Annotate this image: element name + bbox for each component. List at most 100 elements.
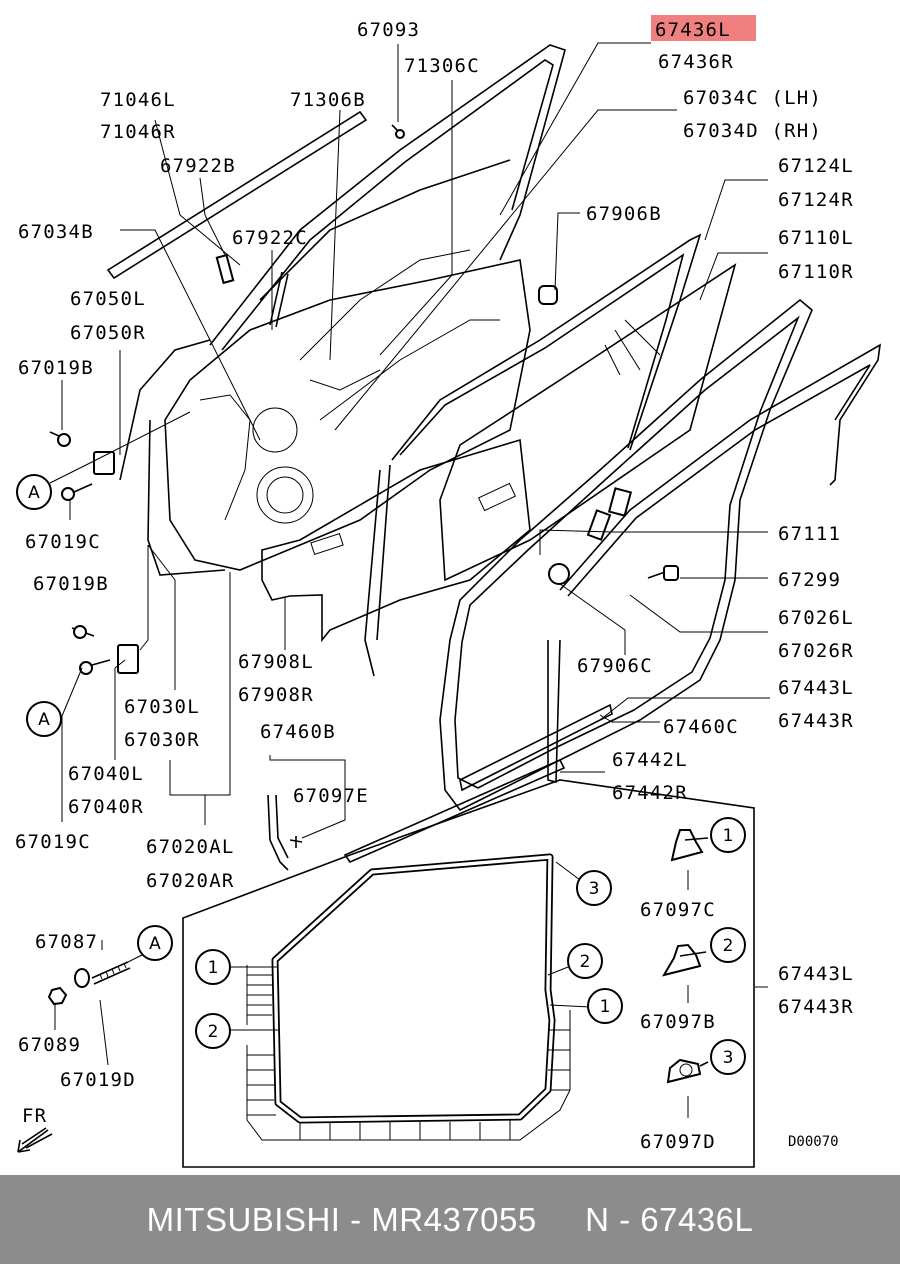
label-67019c-lower: 67019C — [15, 831, 91, 853]
label-67040r: 67040R — [68, 796, 144, 818]
clip-67026 — [607, 487, 633, 517]
label-67124r: 67124R — [778, 189, 854, 211]
label-67443r-lower: 67443R — [778, 996, 854, 1018]
label-67019c-upper: 67019C — [25, 531, 101, 553]
svg-text:2: 2 — [580, 952, 591, 972]
label-67460c: 67460C — [663, 716, 739, 738]
footer-part-info: MITSUBISHI - MR437055 N - 67436L — [146, 1200, 754, 1238]
washer-67087 — [74, 968, 90, 988]
callout-3-box: 3 — [576, 870, 612, 906]
label-67097e: 67097E — [293, 785, 369, 807]
label-67111: 67111 — [778, 523, 841, 545]
label-67299: 67299 — [778, 569, 841, 591]
clip-67097b — [661, 943, 702, 977]
label-67019d: 67019D — [60, 1069, 136, 1091]
callout-a-upper: A — [16, 474, 52, 510]
clip-67906c — [548, 563, 570, 585]
label-67922b: 67922B — [160, 155, 236, 177]
label-67020ar: 67020AR — [146, 870, 234, 892]
bolt-67019c-upper — [61, 487, 75, 501]
label-67050l: 67050L — [70, 288, 146, 310]
callouts: A A A 1 2 3 3 1 2 2 1 — [16, 474, 746, 1075]
svg-text:3: 3 — [723, 1048, 734, 1068]
label-67110r: 67110R — [778, 261, 854, 283]
callout-a-lower: A — [26, 701, 62, 737]
door-glass — [439, 263, 737, 582]
clip-67111 — [586, 509, 612, 541]
callout-2-clip-b: 2 — [710, 927, 746, 963]
callout-2-left: 2 — [195, 1013, 231, 1049]
label-71046r: 71046R — [100, 121, 176, 143]
opening-trim — [439, 298, 813, 812]
label-67443l-upper: 67443L — [778, 677, 854, 699]
detail-box — [182, 779, 755, 1168]
label-67442l: 67442L — [612, 749, 688, 771]
label-67034c: 67034C (LH) — [683, 87, 822, 109]
label-67050r: 67050R — [70, 322, 146, 344]
callout-1-right: 1 — [587, 988, 623, 1024]
fastener-group — [47, 951, 149, 1006]
svg-text:A: A — [28, 483, 40, 503]
label-67087: 67087 — [35, 931, 98, 953]
label-67922c: 67922C — [232, 227, 308, 249]
clip-67906b — [538, 285, 558, 305]
bolt-67299 — [647, 571, 666, 579]
callout-a-fastener: A — [137, 925, 173, 961]
label-67097c: 67097C — [640, 899, 716, 921]
label-67019b-lower: 67019B — [33, 573, 109, 595]
label-67020al: 67020AL — [146, 836, 234, 858]
label-fr: FR — [22, 1105, 47, 1127]
label-67443r-upper: 67443R — [778, 710, 854, 732]
glass-run-channel — [364, 464, 391, 677]
label-67908l: 67908L — [238, 651, 314, 673]
label-67034d: 67034D (RH) — [683, 120, 822, 142]
label-67089: 67089 — [18, 1034, 81, 1056]
outer-moulding — [106, 110, 368, 280]
svg-text:1: 1 — [208, 958, 219, 978]
door-sash-trim — [209, 44, 566, 346]
svg-text:1: 1 — [600, 997, 611, 1017]
front-arrow-icon — [17, 1127, 53, 1153]
waterproof-film — [261, 438, 531, 643]
label-67030r: 67030R — [124, 729, 200, 751]
svg-text:3: 3 — [589, 879, 600, 899]
hinge-lower — [117, 644, 139, 674]
door-assembly-drawing — [49, 44, 882, 871]
hinge-upper — [93, 451, 115, 475]
door-weatherstrip — [559, 343, 882, 591]
clip-67097e — [289, 836, 303, 848]
leader-lines — [49, 42, 770, 1118]
diagram-code: D00070 — [788, 1134, 839, 1150]
label-67040l: 67040L — [68, 763, 144, 785]
bolt-67019c-lower — [79, 661, 93, 675]
label-67034b: 67034B — [18, 221, 94, 243]
label-67443l-lower: 67443L — [778, 963, 854, 985]
label-67097b: 67097B — [640, 1011, 716, 1033]
label-67030l: 67030L — [124, 696, 200, 718]
label-67097d: 67097D — [640, 1131, 716, 1153]
svg-text:A: A — [38, 710, 50, 730]
part-labels: 67093 71306C 67436L 67436R 71046L 71306B… — [15, 19, 854, 1153]
callout-2-right: 2 — [567, 943, 603, 979]
label-67442r: 67442R — [612, 782, 688, 804]
label-67906b: 67906B — [586, 203, 662, 225]
clip-67097c — [670, 829, 704, 862]
label-67908r: 67908R — [238, 684, 314, 706]
label-67026l: 67026L — [778, 607, 854, 629]
strip-67460b — [267, 794, 289, 871]
label-67093: 67093 — [357, 19, 420, 41]
label-71046l: 71046L — [100, 89, 176, 111]
door-inner-panel — [164, 259, 531, 571]
nut-67089 — [47, 986, 68, 1006]
speaker-opening — [256, 466, 314, 524]
footer-bar: MITSUBISHI - MR437055 N - 67436L — [0, 1175, 900, 1264]
svg-text:1: 1 — [723, 826, 734, 846]
svg-text:A: A — [149, 934, 161, 954]
svg-text:2: 2 — [208, 1022, 219, 1042]
label-67019b-upper: 67019B — [18, 357, 94, 379]
callout-1-left: 1 — [195, 949, 231, 985]
callout-3-clip-d: 3 — [710, 1039, 746, 1075]
strip-67922c — [215, 253, 235, 285]
svg-text:2: 2 — [723, 936, 734, 956]
clip-67097d — [666, 1058, 702, 1084]
